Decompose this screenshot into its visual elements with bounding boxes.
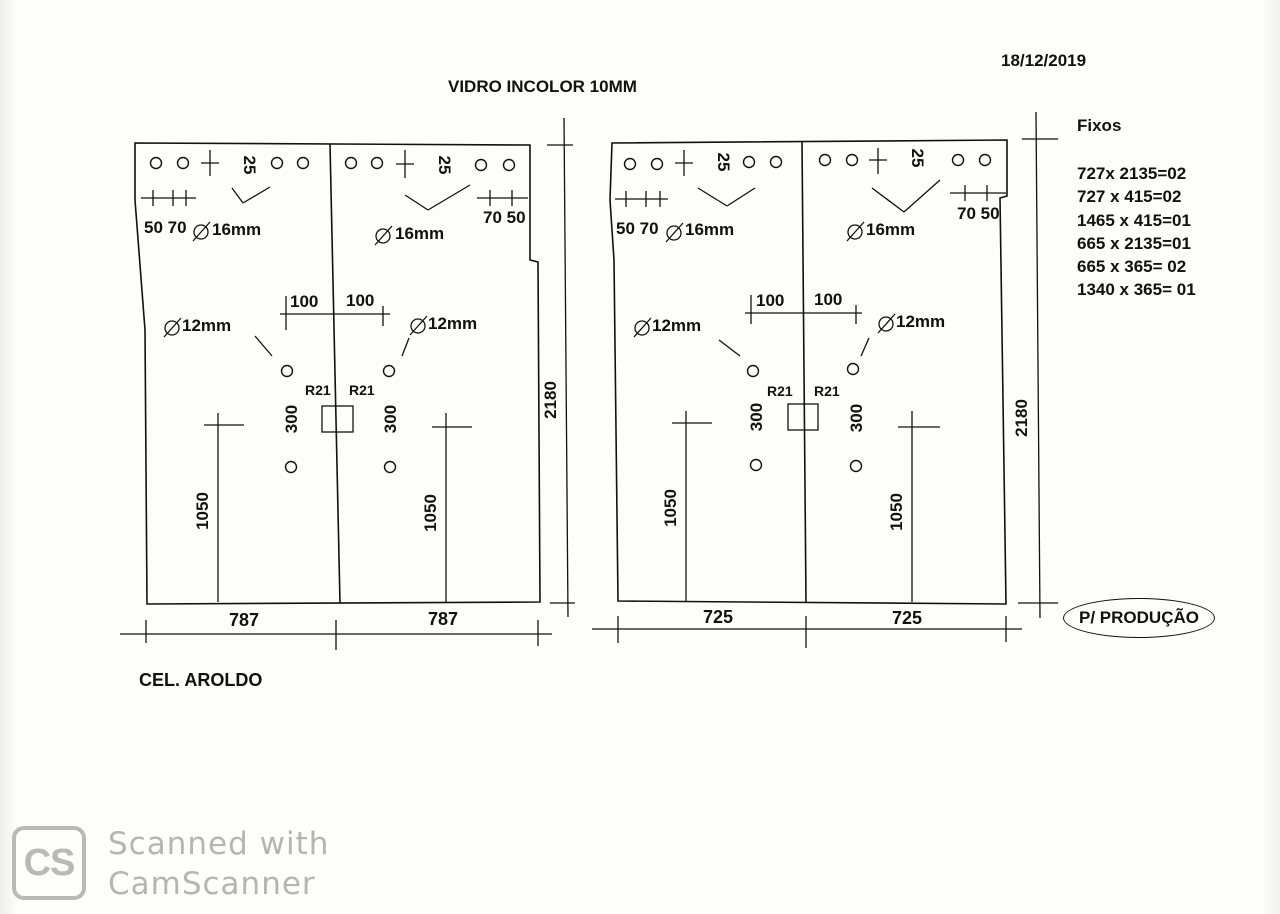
right-hole-spacing-b: 300 [847,404,866,432]
diameter-icon [877,313,896,334]
left-center-offset-b: 100 [346,291,374,310]
diameter-icon [846,221,865,242]
right-labels: 25 25 50 70 70 50 16mm 16mm 100 100 12mm… [616,149,1031,628]
right-hole-spacing-a: 300 [747,403,766,431]
fixos-list: 727x 2135=02 727 x 415=02 1465 x 415=01 … [1077,162,1196,302]
left-handle-height-b: 1050 [421,494,440,532]
right-width-b: 725 [892,608,922,628]
production-badge: P/ PRODUÇÃO [1063,598,1215,638]
right-center-offset-b: 100 [814,290,842,309]
drawing-title: VIDRO INCOLOR 10MM [448,77,637,96]
left-hole-spacing-b: 300 [381,405,400,433]
diameter-icon [409,315,428,336]
right-center-divider [801,141,807,603]
right-glass-outline [609,139,1008,605]
left-hole16-b: 16mm [395,224,444,243]
camscanner-logo-icon: CS [12,826,86,900]
fixos-item: 1465 x 415=01 [1077,210,1191,230]
right-hole16-a: 16mm [685,220,734,239]
fixos-item: 1340 x 365= 01 [1077,280,1196,300]
right-hole12-a: 12mm [652,316,701,335]
right-radius-a: R21 [767,383,793,399]
fixos-item: 727x 2135=02 [1077,164,1187,183]
left-drawing [120,117,575,650]
left-hole16-a: 16mm [212,220,261,239]
right-offset-left: 50 70 [616,219,659,238]
right-radius-b: R21 [814,383,840,399]
diameter-icon [163,317,182,338]
left-center-offset-a: 100 [290,292,318,311]
right-hole12-b: 12mm [896,312,945,331]
left-labels: 25 25 50 70 70 50 16mm 16mm 100 100 12mm… [144,156,560,630]
drawing-date: 18/12/2019 [1001,51,1087,70]
right-top-holes [623,153,992,171]
right-center-offset-a: 100 [756,291,784,310]
diameter-icon [192,221,211,242]
right-width-a: 725 [703,607,733,627]
left-center-divider [329,143,341,604]
right-drawing [592,111,1058,648]
fixos-item: 727 x 415=02 [1077,187,1182,207]
diameter-icon [374,225,393,246]
left-height: 2180 [541,381,560,419]
client-name: CEL. AROLDO [139,670,263,690]
right-handle-height-a: 1050 [661,489,680,527]
right-offset-right: 70 50 [957,204,1000,223]
left-hole12-b: 12mm [428,314,477,333]
left-offset-left: 50 70 [144,218,187,237]
left-top-holes [149,156,516,172]
fixos-title: Fixos [1077,116,1122,135]
watermark-line2: CamScanner [108,866,316,902]
left-width-b: 787 [428,609,458,629]
right-top-dim-b: 25 [908,149,927,168]
fixos-item: 665 x 2135=01 [1077,233,1191,253]
right-hole16-b: 16mm [866,220,915,239]
diameter-icon [665,222,684,243]
left-top-dim-b: 25 [435,156,454,175]
camscanner-watermark: CS Scanned with CamScanner [12,826,352,906]
left-hole-spacing-a: 300 [282,405,301,433]
left-handle-height-a: 1050 [193,492,212,530]
left-glass-outline [134,142,541,605]
left-top-dim-a: 25 [240,156,259,175]
watermark-line1: Scanned with [108,826,330,862]
fixos-item: 665 x 365= 02 [1077,257,1187,277]
right-height: 2180 [1012,399,1031,437]
left-width-a: 787 [229,610,259,630]
left-offset-right: 70 50 [483,208,526,227]
right-top-dim-a: 25 [714,153,733,172]
diameter-icon [633,317,652,338]
left-radius-b: R21 [349,382,375,398]
left-hole12-a: 12mm [182,316,231,335]
right-handle-height-b: 1050 [887,493,906,531]
left-radius-a: R21 [305,382,331,398]
